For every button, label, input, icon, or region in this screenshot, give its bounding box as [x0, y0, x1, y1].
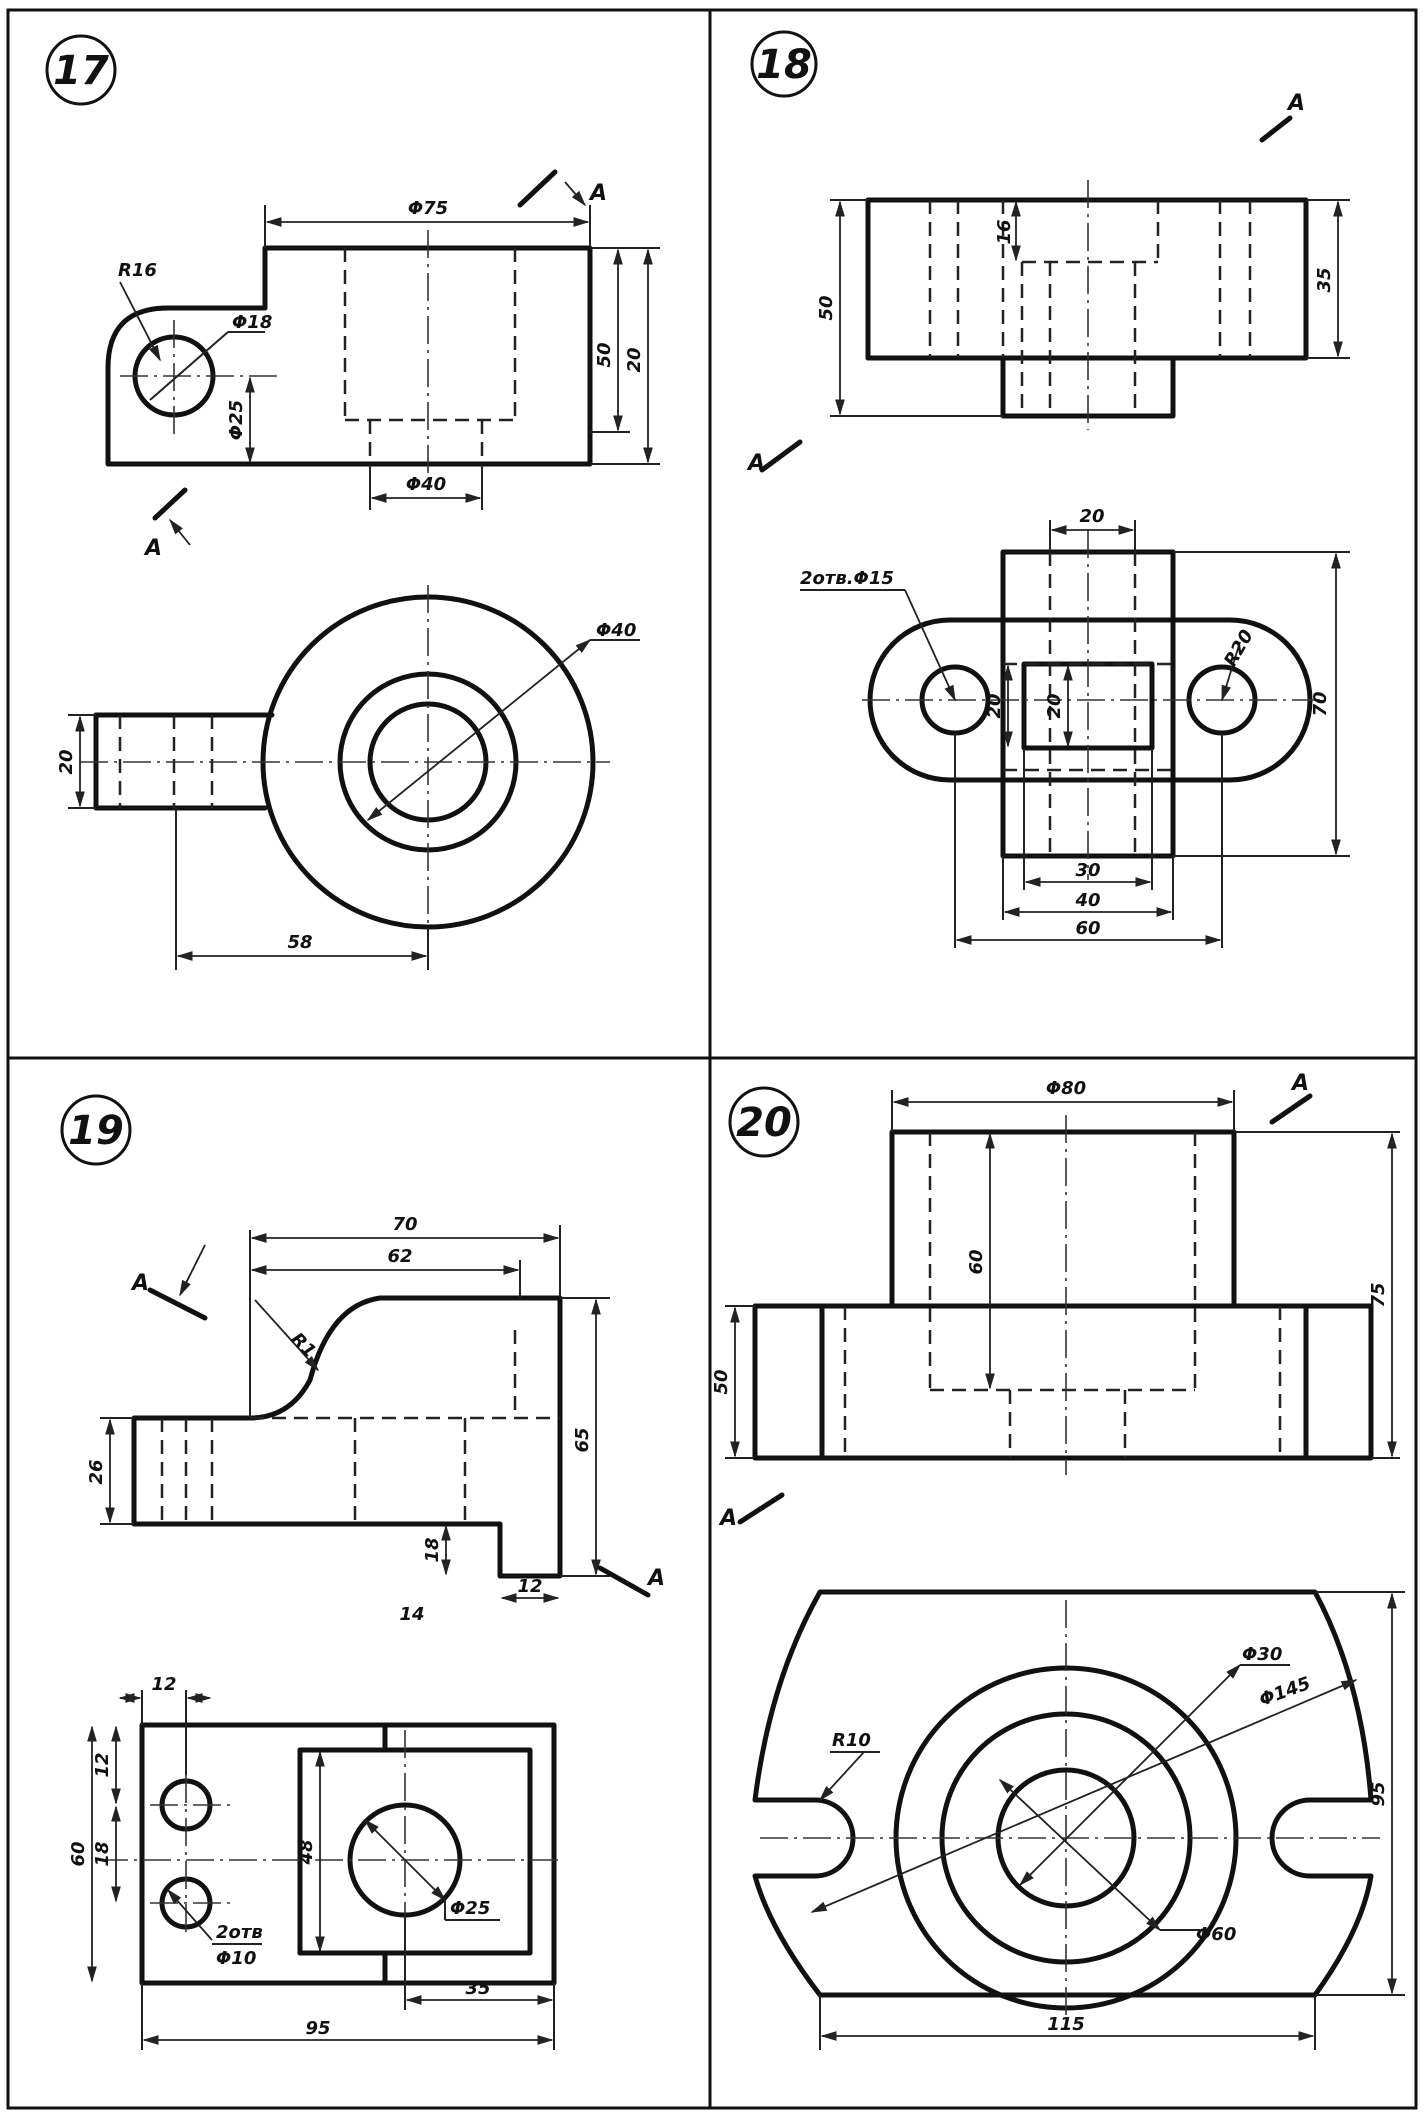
panel-17: 17 Φ75 50 20 Φ25 Φ40 R16 Φ18 — [45, 34, 660, 970]
p17-dim-text: 20 — [624, 347, 645, 372]
panel-19-number: 19 — [68, 1108, 124, 1154]
panel-18-badge — [750, 30, 818, 98]
p17-dim-phi40 — [366, 638, 592, 822]
p19-top-block — [382, 1722, 533, 1986]
p18-dim-text: 60 — [1075, 918, 1100, 939]
p17-section-mark-bottom — [152, 487, 188, 521]
p18-front-body — [865, 197, 1309, 361]
p19-dim-text: 48 — [296, 1839, 317, 1865]
p18-dim-text: 50 — [816, 295, 837, 320]
panel-20: 20 Φ80 60 75 50 A A — [711, 1071, 1405, 2050]
p17-section-arrow-top — [564, 181, 587, 207]
p17-section-label-top: A — [588, 181, 607, 206]
p20-dim-text: 60 — [966, 1249, 987, 1274]
p18-dim-text: 16 — [994, 219, 1015, 244]
p17-dim-text: 20 — [56, 749, 77, 774]
p17-dim-text: Φ18 — [232, 312, 272, 333]
p19-dim-text: Φ10 — [216, 1948, 256, 1969]
p20-dim-text: Φ30 — [1242, 1644, 1282, 1665]
p18-dim-text: R20 — [1220, 626, 1258, 670]
p19-section-label-bottom: A — [646, 1566, 665, 1591]
p18-dim-text: 20 — [1079, 506, 1104, 527]
p20-dim-text: Φ60 — [1196, 1924, 1236, 1945]
panel-18: 18 16 50 35 A A — [746, 30, 1350, 948]
p20-front-top-cylinder — [889, 1129, 1237, 1309]
p18-dim-text: 30 — [1075, 860, 1100, 881]
panel-19-badge — [60, 1094, 132, 1166]
p18-leader-holes — [904, 589, 956, 702]
p17-section-arrow-bottom — [168, 518, 191, 546]
p17-dim-text: Φ25 — [226, 400, 247, 440]
p18-dim-text: 35 — [1314, 267, 1335, 292]
panel-17-number: 17 — [53, 48, 109, 94]
p17-dim-text: 50 — [594, 342, 615, 367]
p20-dim-phi60 — [998, 1778, 1162, 1932]
p17-leader-r16 — [119, 281, 161, 362]
p19-dim-text: 18 — [422, 1537, 443, 1562]
p19-dim-text: 2отв — [216, 1922, 263, 1943]
p17-section-mark-top — [517, 169, 558, 208]
p18-leader-r20 — [1221, 641, 1241, 702]
p20-section-mark-bottom — [737, 1492, 785, 1525]
p19-dim-text: 62 — [387, 1246, 412, 1267]
p19-dim-text: 35 — [465, 1978, 490, 1999]
p18-section-label-bottom: A — [746, 451, 765, 476]
p18-dim-text: 20 — [1044, 693, 1065, 718]
p19-dim-text: 70 — [392, 1214, 417, 1235]
p19-front-outline — [131, 1295, 563, 1579]
p19-dim-text: Φ25 — [450, 1898, 490, 1919]
p18-dim-text: 2отв.Φ15 — [800, 568, 894, 589]
p19-leader-r — [254, 1299, 320, 1372]
p19-dim-text: 14 — [399, 1604, 424, 1625]
p17-front-outline — [105, 245, 593, 467]
p17-leader-phi18 — [149, 331, 229, 401]
p20-dim-text: 75 — [1368, 1282, 1389, 1307]
p19-section-mark-top — [147, 1287, 208, 1321]
p20-dim-text: Φ145 — [1257, 1673, 1314, 1711]
p18-dim-text: 40 — [1074, 890, 1100, 911]
p19-leader-holes — [166, 1888, 213, 1941]
p20-dim-text: R10 — [832, 1730, 871, 1751]
p19-dim-text: 26 — [86, 1459, 107, 1484]
panel-17-badge — [45, 34, 117, 106]
p19-dim-text: 65 — [572, 1427, 593, 1452]
p17-dim-text: Φ75 — [408, 198, 448, 219]
p20-dim-text: Φ80 — [1046, 1078, 1086, 1099]
p19-section-arrow-top — [179, 1244, 206, 1297]
p20-dim-text: 95 — [1368, 1781, 1389, 1806]
p18-section-mark-bottom — [759, 439, 803, 473]
p20-dim-text: 50 — [711, 1369, 732, 1394]
p17-dim-text: R16 — [118, 260, 157, 281]
panel-20-badge — [728, 1086, 800, 1158]
p18-section-mark-top — [1259, 115, 1293, 143]
p19-dim-text: 18 — [92, 1841, 113, 1866]
p20-section-label-bottom: A — [718, 1506, 737, 1531]
p20-leader-r10 — [818, 1751, 865, 1802]
p19-section-mark-bottom — [597, 1565, 651, 1598]
p18-top-flange — [867, 617, 1313, 783]
panel-18-number: 18 — [756, 42, 812, 88]
p17-dim-text: Φ40 — [596, 620, 636, 641]
p17-section-label-bottom: A — [143, 536, 162, 561]
p19-dim-phi25 — [363, 1818, 447, 1902]
panel-19: 19 70 62 R1 26 65 18 12 14 A — [60, 1094, 665, 2050]
p18-section-label-top: A — [1286, 91, 1305, 116]
p17-dim-text: 58 — [287, 932, 312, 953]
p19-dim-text: 12 — [151, 1674, 176, 1695]
p19-section-label-top: A — [130, 1271, 149, 1296]
p18-dim-text: 20 — [984, 693, 1005, 718]
p19-top-outline — [139, 1722, 557, 1986]
p19-dim-text: 12 — [92, 1752, 113, 1777]
p20-dim-text: 115 — [1047, 2014, 1085, 2035]
p20-front-base — [752, 1303, 1374, 1461]
p19-dim-text: 95 — [305, 2018, 330, 2039]
p17-dim-text: Φ40 — [406, 474, 446, 495]
p19-dim-text: 60 — [68, 1841, 89, 1866]
p18-dim-text: 70 — [1310, 691, 1331, 716]
p19-dim-text: 12 — [517, 1576, 542, 1597]
p20-section-mark-top — [1269, 1093, 1313, 1125]
panel-20-number: 20 — [736, 1100, 792, 1146]
p20-section-label-top: A — [1290, 1071, 1309, 1096]
